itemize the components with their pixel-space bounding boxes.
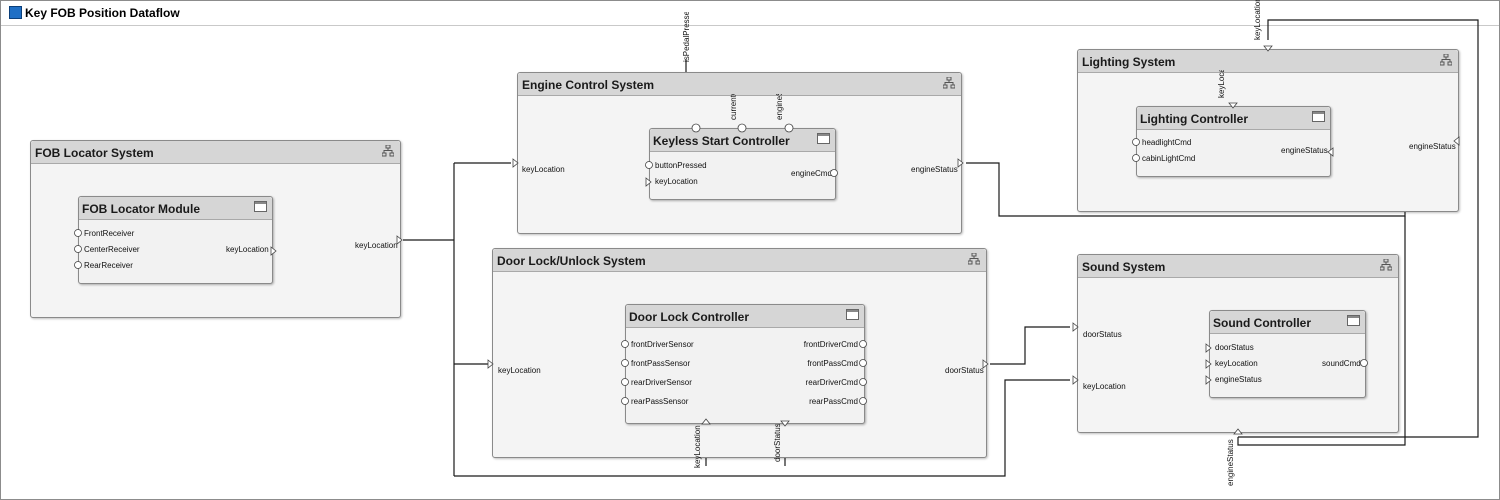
component-title: Door Lock Controller [629,310,750,324]
port-label: frontDriverCmd [803,340,858,349]
model-icon [9,6,22,19]
component-header: Sound Controller [1210,311,1365,334]
component-header: Keyless Start Controller [650,129,835,152]
code-icon [254,201,267,212]
port-label: keyLocation [522,165,565,174]
port-label: keyLocation [1215,359,1258,368]
port-label: CenterReceiver [84,245,140,254]
port-label: frontPassCmd [807,359,858,368]
component-title: Lighting Controller [1140,112,1248,126]
component-header: Door Lock Controller [626,305,864,328]
port-label: doorStatus [1083,330,1122,339]
block-header: FOB Locator System [31,141,400,164]
port-label: buttonPressed [655,161,707,170]
block-title: Lighting System [1082,55,1176,69]
port-label: engineStatus [1215,375,1262,384]
hierarchy-icon [1440,54,1452,66]
block-header: Sound System [1078,255,1398,278]
code-icon [1312,111,1325,122]
component-title: Keyless Start Controller [653,134,790,148]
block-title: FOB Locator System [35,146,154,160]
port-label: keyLocation [355,241,398,250]
code-icon [846,309,859,320]
port-label: engineCmd [791,169,832,178]
port-label-vertical: keyLocation [693,425,702,468]
block-title: Door Lock/Unlock System [497,254,646,268]
keyless-start-controller[interactable]: Keyless Start Controller [649,128,836,200]
port-label: FrontReceiver [84,229,135,238]
hierarchy-icon [943,77,955,89]
port-label: keyLocation [1083,382,1126,391]
wire-top-keylocation [1238,19,1479,438]
port-label: RearReceiver [84,261,133,270]
component-header: FOB Locator Module [79,197,272,220]
block-header: Engine Control System [518,73,961,96]
fob-locator-module[interactable]: FOB Locator Module [78,196,273,284]
port-label: engineStatus [1409,142,1456,151]
component-title: Sound Controller [1213,316,1311,330]
sound-controller[interactable]: Sound Controller [1209,310,1366,398]
hierarchy-icon [1380,259,1392,271]
block-header: Lighting System [1078,50,1458,73]
port-label: keyLocation [655,177,698,186]
door-lock-controller[interactable]: Door Lock Controller [625,304,865,424]
port-label-vertical: engineStatus [775,94,784,120]
port-label-vertical: doorStatus [773,423,782,462]
port-label: rearDriverCmd [805,378,858,387]
block-title: Sound System [1082,260,1166,274]
code-icon [817,133,830,144]
component-title: FOB Locator Module [82,202,200,216]
component-header: Lighting Controller [1137,107,1330,130]
port-label: cabinLightCmd [1142,154,1196,163]
block-title: Engine Control System [522,78,655,92]
port-label: rearPassCmd [809,397,858,406]
port-label: rearPassSensor [631,397,689,406]
port-label-vertical: currentGear [729,94,738,120]
block-header: Door Lock/Unlock System [493,249,986,272]
port-label-vertical: keyLocation [1253,0,1262,40]
port-label-vertical: engineStatus [1226,439,1235,486]
port-label: doorStatus [1215,343,1254,352]
port-label: doorStatus [945,366,984,375]
port-label: frontDriverSensor [631,340,694,349]
port-label: keyLocation [226,245,269,254]
port-label: frontPassSensor [631,359,691,368]
port-label: rearDriverSensor [631,378,692,387]
wire-sound-engine-bottom [1237,216,1406,446]
wire-door-status-out [990,326,1070,365]
port-label-vertical: keyLocation [1217,70,1226,98]
lighting-controller[interactable]: Lighting Controller [1136,106,1331,177]
port-label: soundCmd [1322,359,1361,368]
port-label: engineStatus [911,165,958,174]
code-icon [1347,315,1360,326]
port-label: engineStatus [1281,146,1328,155]
hierarchy-icon [968,253,980,265]
wire-bus-bottom [454,379,1070,477]
port-label: keyLocation [498,366,541,375]
port-label-vertical: isPedalPressed [682,12,691,62]
hierarchy-icon [382,145,394,157]
diagram-title: Key FOB Position Dataflow [25,6,180,20]
port-label: headlightCmd [1142,138,1192,147]
title-bar: Key FOB Position Dataflow [1,1,1499,26]
